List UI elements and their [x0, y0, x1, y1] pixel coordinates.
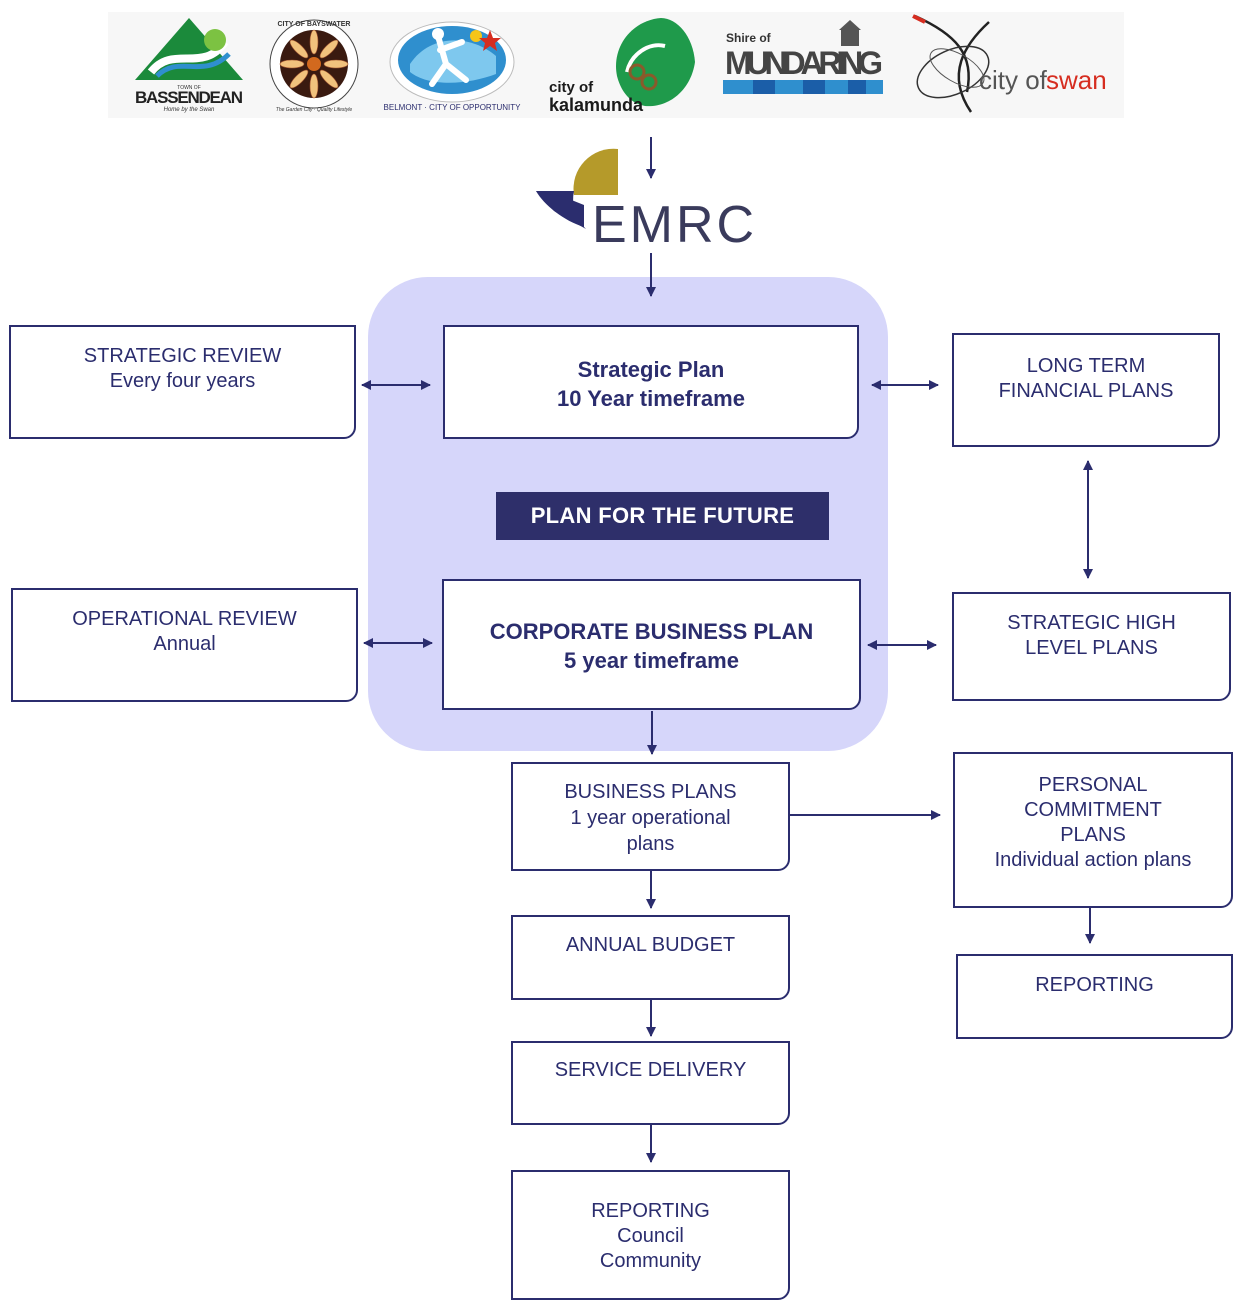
- reporting-bottom-council: Council: [617, 1225, 684, 1247]
- service-delivery-title: SERVICE DELIVERY: [554, 1059, 747, 1081]
- swan-logo: city of swan: [912, 14, 1107, 113]
- business-plans-desc-1: 1 year operational: [570, 807, 731, 829]
- svg-text:city of: city of: [979, 65, 1048, 95]
- operational-review-box: OPERATIONAL REVIEW Annual: [11, 588, 358, 702]
- strategic-review-title: STRATEGIC REVIEW: [83, 345, 282, 367]
- plan-for-the-future-banner: PLAN FOR THE FUTURE: [496, 492, 829, 540]
- operational-review-frequency: Annual: [153, 633, 216, 655]
- long-term-financial-plans-box: LONG TERM FINANCIAL PLANS: [952, 333, 1220, 447]
- svg-text:city of: city of: [549, 79, 594, 96]
- bayswater-logo: CITY OF BAYSWATER The Garden City · Qual…: [269, 19, 359, 113]
- strategic-plan-title: Strategic Plan: [577, 357, 725, 382]
- strategic-high-line1: STRATEGIC HIGH: [1007, 612, 1176, 634]
- long-term-line1: LONG TERM: [1026, 355, 1146, 377]
- reporting-bottom-community: Community: [599, 1250, 702, 1272]
- strategic-plan-box: Strategic Plan 10 Year timeframe: [443, 325, 859, 439]
- strategic-review-box: STRATEGIC REVIEW Every four years: [9, 325, 356, 439]
- personal-commitment-line1: PERSONAL: [1038, 774, 1148, 796]
- strategic-high-level-plans-box: STRATEGIC HIGH LEVEL PLANS: [952, 592, 1231, 701]
- operational-review-title: OPERATIONAL REVIEW: [72, 608, 297, 630]
- long-term-line2: FINANCIAL PLANS: [998, 380, 1174, 402]
- personal-commitment-plans-box: PERSONAL COMMITMENT PLANS Individual act…: [953, 752, 1233, 908]
- svg-text:EMRC: EMRC: [592, 196, 757, 251]
- bassendean-logo: TOWN OF BASSENDEAN Home by the Swan: [135, 18, 243, 113]
- svg-text:BELMONT · CITY OF OPPORTUNITY: BELMONT · CITY OF OPPORTUNITY: [384, 103, 522, 112]
- mundaring-logo: Shire of MUNDARING: [723, 20, 883, 94]
- svg-text:MUNDARING: MUNDARING: [725, 45, 883, 81]
- business-plans-desc-2: plans: [626, 833, 675, 855]
- svg-text:The Garden City · Quality Life: The Garden City · Quality Lifestyle: [276, 107, 353, 113]
- annual-budget-title: ANNUAL BUDGET: [565, 934, 736, 956]
- corporate-business-plan-box: CORPORATE BUSINESS PLAN 5 year timeframe: [442, 579, 861, 710]
- kalamunda-logo: city of kalamunda: [549, 18, 695, 115]
- strategic-review-frequency: Every four years: [109, 370, 256, 392]
- strategic-plan-timeframe: 10 Year timeframe: [557, 386, 745, 411]
- strategic-high-line2: LEVEL PLANS: [1025, 637, 1158, 659]
- business-plans-title: BUSINESS PLANS: [564, 781, 737, 803]
- svg-text:swan: swan: [1046, 65, 1107, 95]
- corporate-business-plan-timeframe: 5 year timeframe: [564, 648, 739, 673]
- svg-text:TOWN OF: TOWN OF: [177, 85, 201, 91]
- reporting-right-title: REPORTING: [1035, 974, 1154, 996]
- reporting-council-community-box: REPORTING Council Community: [511, 1170, 790, 1300]
- personal-commitment-line3: PLANS: [1060, 824, 1126, 846]
- personal-commitment-line4: Individual action plans: [994, 849, 1192, 871]
- reporting-bottom-title: REPORTING: [591, 1200, 710, 1222]
- business-plans-box: BUSINESS PLANS 1 year operational plans: [511, 762, 790, 871]
- reporting-right-box: REPORTING: [956, 954, 1233, 1039]
- service-delivery-box: SERVICE DELIVERY: [511, 1041, 790, 1125]
- corporate-business-plan-title: CORPORATE BUSINESS PLAN: [489, 619, 814, 644]
- emrc-logo: EMRC: [536, 148, 757, 251]
- svg-text:BASSENDEAN: BASSENDEAN: [135, 88, 243, 107]
- personal-commitment-line2: COMMITMENT: [1024, 799, 1162, 821]
- svg-text:CITY OF BAYSWATER: CITY OF BAYSWATER: [278, 21, 351, 28]
- svg-text:kalamunda: kalamunda: [549, 95, 644, 115]
- svg-text:Shire of: Shire of: [726, 31, 772, 45]
- svg-text:Home by the Swan: Home by the Swan: [164, 107, 215, 113]
- belmont-logo: BELMONT · CITY OF OPPORTUNITY: [384, 21, 522, 112]
- annual-budget-box: ANNUAL BUDGET: [511, 915, 790, 1000]
